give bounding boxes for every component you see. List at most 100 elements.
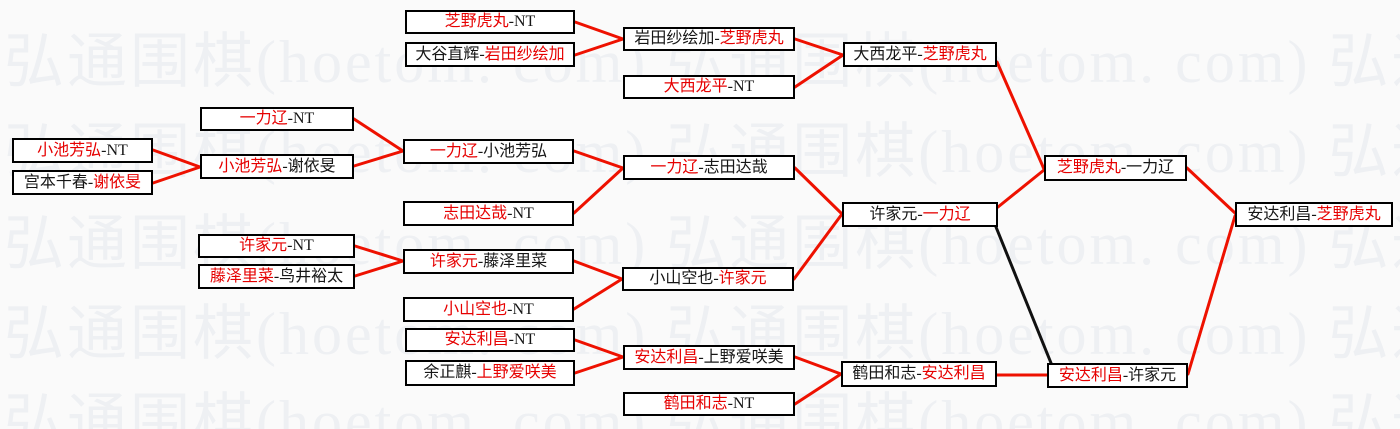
match-adachi-shibano-final: 安达利昌-芝野虎丸 [1235,202,1393,227]
match-box-text: 余正麒- [423,364,477,381]
match-box-text: 小山空也- [649,270,719,287]
match-box-text: 藤泽里菜 [209,267,274,285]
match-box-text: -NT [508,331,536,348]
match-xu-nt: 许家元-NT [198,234,355,258]
match-onishi-nt: 大西龙平-NT [623,75,795,99]
match-box-text: 鹤田和志 [663,395,728,412]
bracket-connector-line-red [151,148,202,169]
bracket-connector-line-red [573,355,625,375]
bracket-connector-line-red [572,149,625,170]
bracket-connector-line-red [572,259,624,281]
bracket-connector-line-red [352,149,405,168]
match-box-text: 许家元 [239,237,288,254]
match-box-text: -NT [508,13,536,30]
bracket-connector-line-red [792,212,844,281]
match-box-text: 安达利昌 [444,331,509,348]
match-box-text: -藤泽里菜 [477,252,548,270]
match-box-text: 一力辽 [239,110,288,127]
match-box-text: -一力辽 [1120,159,1175,176]
bracket-connector-line-red [572,166,625,215]
match-koike-nt: 小池芳弘-NT [12,138,153,163]
bracket-connector-line-red [572,277,624,311]
match-koike-xie: 小池芳弘-谢依旻 [200,154,354,179]
match-box-text: 安达利昌 [634,348,699,366]
match-box-text: 芝野虎丸 [1316,205,1381,223]
bracket-connector-line-red [995,60,1046,171]
match-box-text: 一力辽 [429,142,478,160]
match-box-text: -NT [287,110,315,127]
match-adachi-nt: 安达利昌-NT [405,328,575,352]
match-adachi-ueno: 安达利昌-上野爱咲美 [623,345,795,370]
match-xu-fujisawa: 许家元-藤泽里菜 [403,249,574,274]
bracket-connector-line-red [793,37,845,57]
match-box-text: 谢依旻 [93,173,142,191]
bracket-connector-line-red [1185,166,1237,215]
match-box-text: -NT [287,237,314,254]
match-box-text: 安达利昌 [1058,366,1123,384]
bracket-connector-line-black [994,225,1053,365]
match-xu-ichiriki: 许家元-一力辽 [842,202,998,227]
match-box-text: -NT [727,78,755,95]
match-otani-iwata: 大谷直辉-岩田纱绘加 [405,42,575,67]
match-box-text: 大西龙平- [853,45,923,63]
match-box-text: -NT [507,204,534,222]
match-box-text: -鸟井裕太 [273,267,344,285]
match-tsuruta-adachi: 鹤田和志-安达利昌 [841,361,997,387]
match-box-text: 一力辽 [922,205,971,223]
match-box-text: 岩田纱绘加 [484,45,565,63]
match-box-text: 许家元- [869,205,923,223]
match-box-text: 大谷直辉- [415,45,485,63]
match-miyamoto-xie: 宫本千春-谢依旻 [12,170,153,195]
match-shibano-ichiriki: 芝野虎丸-一力辽 [1044,155,1187,181]
match-box-text: 上野爱咲美 [476,364,557,381]
match-adachi-xu: 安达利昌-许家元 [1047,363,1188,388]
match-box-text: -志田达哉 [698,158,768,176]
match-box-text: -NT [101,141,128,159]
match-box-text: -NT [507,300,534,318]
match-box-text: 芝野虎丸 [922,45,987,63]
bracket-connector-line-red [151,165,202,185]
match-box-text: 芝野虎丸 [1056,159,1121,176]
bracket-connector-line-red [793,355,843,376]
match-koyama-nt: 小山空也-NT [403,297,574,322]
match-onishi-shibano: 大西龙平-芝野虎丸 [843,42,997,67]
match-koyama-xu: 小山空也-许家元 [622,267,794,291]
match-box-text: 安达利昌- [1247,205,1317,223]
match-box-text: 芝野虎丸 [444,13,509,30]
bracket-connector-line-red [353,259,405,278]
match-box-text: 小池芳弘 [37,141,102,159]
bracket-connector-line-red [573,338,625,359]
match-box-text: -许家元 [1122,366,1177,384]
bracket-connector-line-red [573,37,625,57]
match-box-text: 许家元 [718,270,767,287]
match-shibano-nt: 芝野虎丸-NT [405,10,575,34]
match-ichiriki-nt: 一力辽-NT [200,107,354,131]
match-box-text: -上野爱咲美 [698,348,784,366]
match-tsuruta-nt: 鹤田和志-NT [623,392,795,416]
bracket-connector-line-red [793,372,843,406]
match-box-text: -小池芳弘 [477,142,548,160]
match-box-text: 一力辽 [650,158,699,176]
match-box-text: 安达利昌 [921,365,986,382]
match-fujisawa-torii: 藤泽里菜-鸟井裕太 [198,264,355,289]
match-box-text: 鹤田和志- [852,365,922,382]
match-box-text: 宫本千春- [23,173,94,191]
match-iwata-shibano: 岩田纱绘加-芝野虎丸 [623,27,795,51]
match-box-text: 芝野虎丸 [719,30,784,47]
match-ichiriki-koike: 一力辽-小池芳弘 [403,139,574,164]
match-box-text: 岩田纱绘加- [634,30,720,47]
match-box-text: -谢依旻 [282,157,336,175]
match-box-text: 志田达哉 [443,204,508,222]
bracket-connector-line-red [353,244,405,263]
bracket-connector-line-red [1186,214,1237,376]
bracket-connector-line-red [573,20,625,41]
match-box-text: 小池芳弘 [218,157,283,175]
match-box-text: 小山空也 [443,300,508,318]
match-ichiriki-shida: 一力辽-志田达哉 [623,155,795,180]
bracket-connector-line-red [996,168,1046,209]
match-box-text: -NT [727,395,755,412]
bracket-connector-line-red [793,53,845,89]
match-box-text: 大西龙平 [663,78,728,95]
